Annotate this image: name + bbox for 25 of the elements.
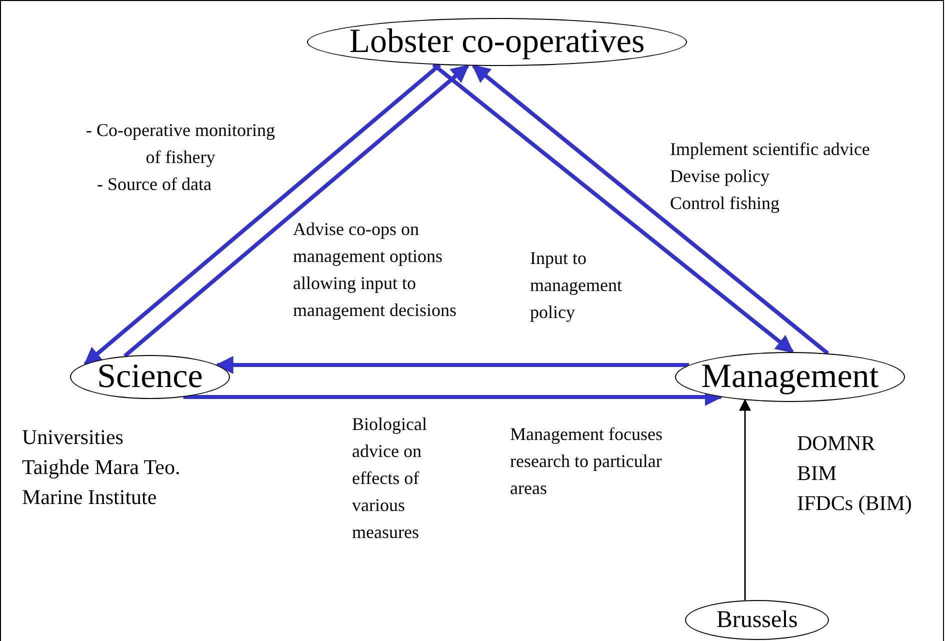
organisation-name: Marine Institute <box>22 484 157 511</box>
arrow <box>215 356 690 374</box>
arrow <box>472 64 830 355</box>
node-label: Science <box>97 360 203 394</box>
arrow <box>123 64 470 358</box>
organisation-name: IFDCs (BIM) <box>797 490 912 517</box>
annotation-text: - Source of data <box>97 173 212 196</box>
annotation-text: Devise policy <box>670 165 770 188</box>
arrow <box>432 63 794 354</box>
node-label: Management <box>701 360 879 394</box>
annotation-text: Input to management policy <box>530 247 623 324</box>
annotation-text: Management focuses research to particular areas <box>510 423 664 500</box>
annotation-text: - Co-operative monitoring of fishery <box>85 119 276 169</box>
node-label: Brussels <box>716 608 798 632</box>
annotation-text: Implement scientific advice <box>670 138 871 161</box>
organisation-name: Taighde Mara Teo. <box>22 454 180 481</box>
annotation-text: Control fishing <box>670 192 781 215</box>
annotation-text: Advise co-ops on management options allowing input to management decisions <box>293 218 458 322</box>
organisation-name: DOMNR <box>797 430 876 457</box>
node-label: Lobster co-operatives <box>349 25 645 59</box>
organisation-name: Universities <box>22 424 124 451</box>
arrow <box>84 63 442 366</box>
annotation-text: Biological advice on effects of various measures <box>352 413 428 544</box>
organisation-name: BIM <box>797 460 837 487</box>
ellipse-node <box>70 355 230 399</box>
